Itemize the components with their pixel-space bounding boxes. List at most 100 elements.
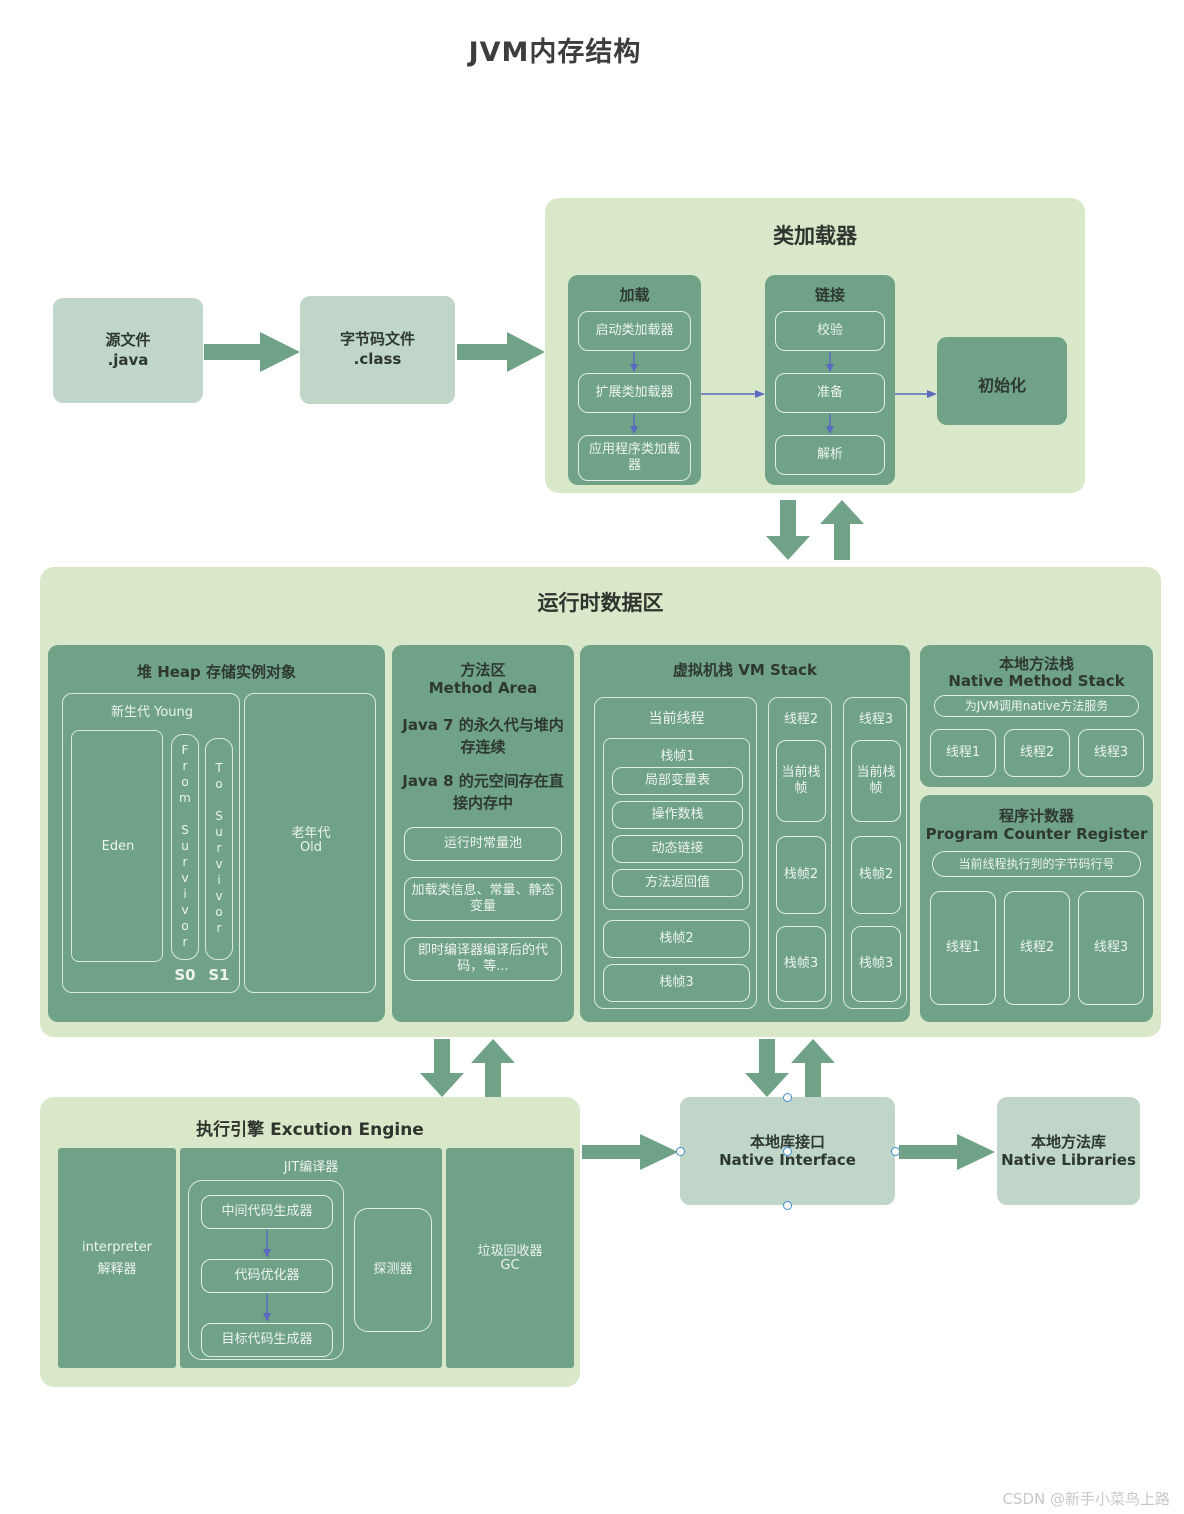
program-counter-title-cn: 程序计数器 [998, 807, 1074, 825]
native-method-stack-box: 本地方法栈 Native Method Stack 为JVM调用native方法… [920, 645, 1153, 787]
local-variable-table: 局部变量表 [612, 767, 743, 795]
native-interface-label-en: Native Interface [719, 1151, 856, 1169]
program-counter-note: 当前线程执行到的字节码行号 [932, 851, 1141, 877]
selection-handle-left[interactable] [676, 1147, 685, 1156]
linking-title: 链接 [814, 286, 845, 304]
native-method-stack-title-en: Native Method Stack [948, 672, 1125, 690]
stack-frame3-box: 栈帧3 [603, 964, 750, 1002]
loading-box: 加载 启动类加载器 扩展类加载器 应用程序类加载器 [568, 275, 701, 485]
arrow-down-classloader-to-runtime [766, 500, 810, 560]
arrow-up-runtime-to-classloader [820, 500, 864, 560]
thread2-current-frame: 当前栈帧 [776, 740, 826, 822]
step-arrow-icon [630, 414, 638, 434]
s0-label: S0 [174, 966, 196, 984]
jit-pipeline-box: 中间代码生成器 代码优化器 目标代码生成器 [188, 1180, 344, 1360]
step-arrow-icon [826, 414, 834, 434]
selection-handle-top[interactable] [783, 1093, 792, 1102]
native-method-stack-title-cn: 本地方法栈 [998, 655, 1074, 673]
native-libraries-label-en: Native Libraries [1001, 1151, 1136, 1169]
thread2-frame2: 栈帧2 [776, 836, 826, 914]
step-arrow-icon [630, 352, 638, 372]
garbage-collector-box: 垃圾回收器 GC [446, 1148, 574, 1368]
vm-stack-title: 虚拟机栈 VM Stack [673, 661, 817, 679]
class-info-item: 加载类信息、常量、静态变量 [404, 877, 562, 921]
thread2-label: 线程2 [783, 712, 819, 727]
initialization-box: 初始化 [937, 337, 1067, 425]
runtime-data-area-title: 运行时数据区 [537, 591, 664, 615]
prepare-step: 准备 [775, 373, 885, 413]
step-arrow-icon [263, 1294, 271, 1322]
class-loader-title: 类加载器 [773, 224, 857, 248]
verify-step: 校验 [775, 311, 885, 351]
method-area-note1: Java 7 的永久代与堆内存连续 [402, 716, 564, 756]
step-arrow-icon [263, 1230, 271, 1258]
thread2-frame3: 栈帧3 [776, 926, 826, 1002]
jit-code-item: 即时编译器编译后的代码，等... [404, 937, 562, 981]
source-file-label-ext: .java [107, 351, 149, 369]
young-gen-label: 新生代 Young [110, 705, 194, 720]
current-thread-label: 当前线程 [648, 711, 705, 727]
dynamic-linking: 动态链接 [612, 835, 743, 863]
arrow-loading-to-linking [701, 390, 765, 398]
nms-thread3: 线程3 [1078, 729, 1144, 777]
stack-frame1-label: 栈帧1 [660, 749, 695, 764]
interpreter-box: interpreter 解释器 [58, 1148, 176, 1368]
old-gen-label-cn: 老年代 [291, 826, 331, 841]
eden-box: Eden [71, 730, 163, 962]
interpreter-label-en: interpreter [81, 1240, 153, 1255]
target-code-generator: 目标代码生成器 [201, 1323, 333, 1357]
thread3-label: 线程3 [858, 712, 894, 727]
thread3-frame2: 栈帧2 [851, 836, 901, 914]
step-arrow-icon [826, 352, 834, 372]
loading-title: 加载 [619, 286, 650, 304]
thread2-column: 线程2 当前栈帧 栈帧2 栈帧3 [768, 697, 832, 1009]
native-interface-box: 本地库接口 Native Interface [680, 1097, 895, 1205]
method-area-note2: Java 8 的元空间存在直接内存中 [402, 772, 564, 812]
source-file-box: 源文件 .java [53, 298, 203, 403]
method-area-title-cn: 方法区 [460, 661, 506, 679]
thread3-current-frame: 当前栈帧 [851, 740, 901, 822]
bytecode-file-box: 字节码文件 .class [300, 296, 455, 404]
native-libraries-box: 本地方法库 Native Libraries [997, 1097, 1140, 1205]
bytecode-file-label-cn: 字节码文件 [339, 330, 415, 348]
old-gen-label-en: Old [299, 840, 323, 855]
initialization-label: 初始化 [977, 376, 1026, 395]
pc-thread1: 线程1 [930, 891, 996, 1005]
vm-stack-box: 虚拟机栈 VM Stack 当前线程 栈帧1 局部变量表 操作数栈 动态链接 方… [580, 645, 910, 1022]
code-optimizer: 代码优化器 [201, 1259, 333, 1293]
method-area-title-en: Method Area [428, 679, 538, 697]
s1-label: S1 [208, 966, 230, 984]
from-survivor-box: From Survivor [171, 734, 199, 960]
bytecode-file-label-ext: .class [353, 350, 402, 368]
arrow-engine-to-native-interface [582, 1134, 678, 1170]
arrow-down-runtime-to-native-interface [745, 1039, 789, 1097]
runtime-constant-pool: 运行时常量池 [404, 827, 562, 861]
method-area-box: 方法区 Method Area Java 7 的永久代与堆内存连续 Java 8… [392, 645, 574, 1022]
selection-handle-bottom[interactable] [783, 1201, 792, 1210]
nms-thread2: 线程2 [1004, 729, 1070, 777]
pc-thread3: 线程3 [1078, 891, 1144, 1005]
csdn-watermark: CSDN @新手小菜鸟上路 [1002, 1490, 1170, 1508]
method-return-value: 方法返回值 [612, 869, 743, 897]
selection-handle-center[interactable] [783, 1147, 792, 1156]
old-gen-box: 老年代 Old [244, 693, 376, 993]
jit-compiler-box: JIT编译器 中间代码生成器 代码优化器 目标代码生成器 探测器 [180, 1148, 442, 1368]
arrow-up-engine-to-runtime [471, 1039, 515, 1097]
pc-thread2: 线程2 [1004, 891, 1070, 1005]
bootstrap-classloader-step: 启动类加载器 [578, 311, 691, 351]
heap-box: 堆 Heap 存储实例对象 新生代 Young Eden From Surviv… [48, 645, 385, 1022]
interpreter-label-cn: 解释器 [97, 1262, 137, 1277]
application-classloader-step: 应用程序类加载器 [578, 435, 691, 481]
heap-title: 堆 Heap 存储实例对象 [136, 663, 297, 681]
arrow-bytecode-to-classloader [457, 332, 545, 372]
source-file-label-cn: 源文件 [105, 331, 151, 349]
extension-classloader-step: 扩展类加载器 [578, 373, 691, 413]
native-interface-label-cn: 本地库接口 [749, 1133, 825, 1151]
execution-engine-title: 执行引擎 Excution Engine [196, 1120, 424, 1140]
arrow-up-native-interface-to-runtime [791, 1039, 835, 1097]
thread3-frame3: 栈帧3 [851, 926, 901, 1002]
nms-thread1: 线程1 [930, 729, 996, 777]
resolve-step: 解析 [775, 435, 885, 475]
program-counter-title-en: Program Counter Register [925, 825, 1148, 843]
